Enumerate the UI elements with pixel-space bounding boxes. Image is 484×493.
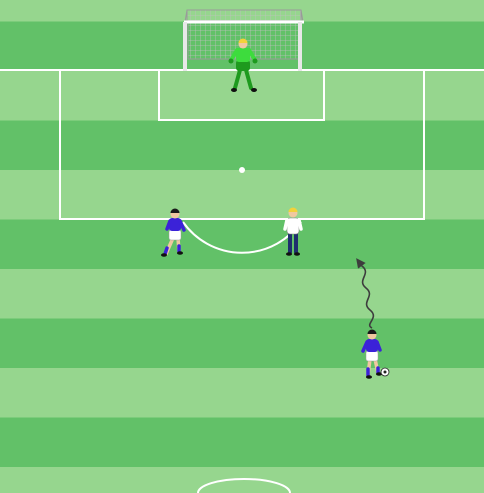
grass-stripe bbox=[0, 417, 484, 468]
grass-stripe bbox=[0, 71, 484, 121]
grass-stripe bbox=[0, 368, 484, 418]
attacker-with-ball bbox=[361, 329, 382, 379]
grass-stripe bbox=[0, 120, 484, 171]
centre-circle-arc bbox=[197, 478, 291, 493]
dribble-arrow-icon bbox=[356, 258, 375, 329]
defender bbox=[283, 207, 303, 256]
pitch-markings bbox=[0, 69, 484, 493]
soccer-ball-icon bbox=[380, 367, 390, 377]
attacker-left bbox=[161, 208, 186, 257]
goalkeeper bbox=[228, 38, 258, 92]
grass-stripe bbox=[0, 318, 484, 369]
penalty-spot bbox=[239, 167, 245, 173]
grass-stripe bbox=[0, 219, 484, 270]
grass-stripe bbox=[0, 170, 484, 220]
grass-stripe bbox=[0, 269, 484, 319]
